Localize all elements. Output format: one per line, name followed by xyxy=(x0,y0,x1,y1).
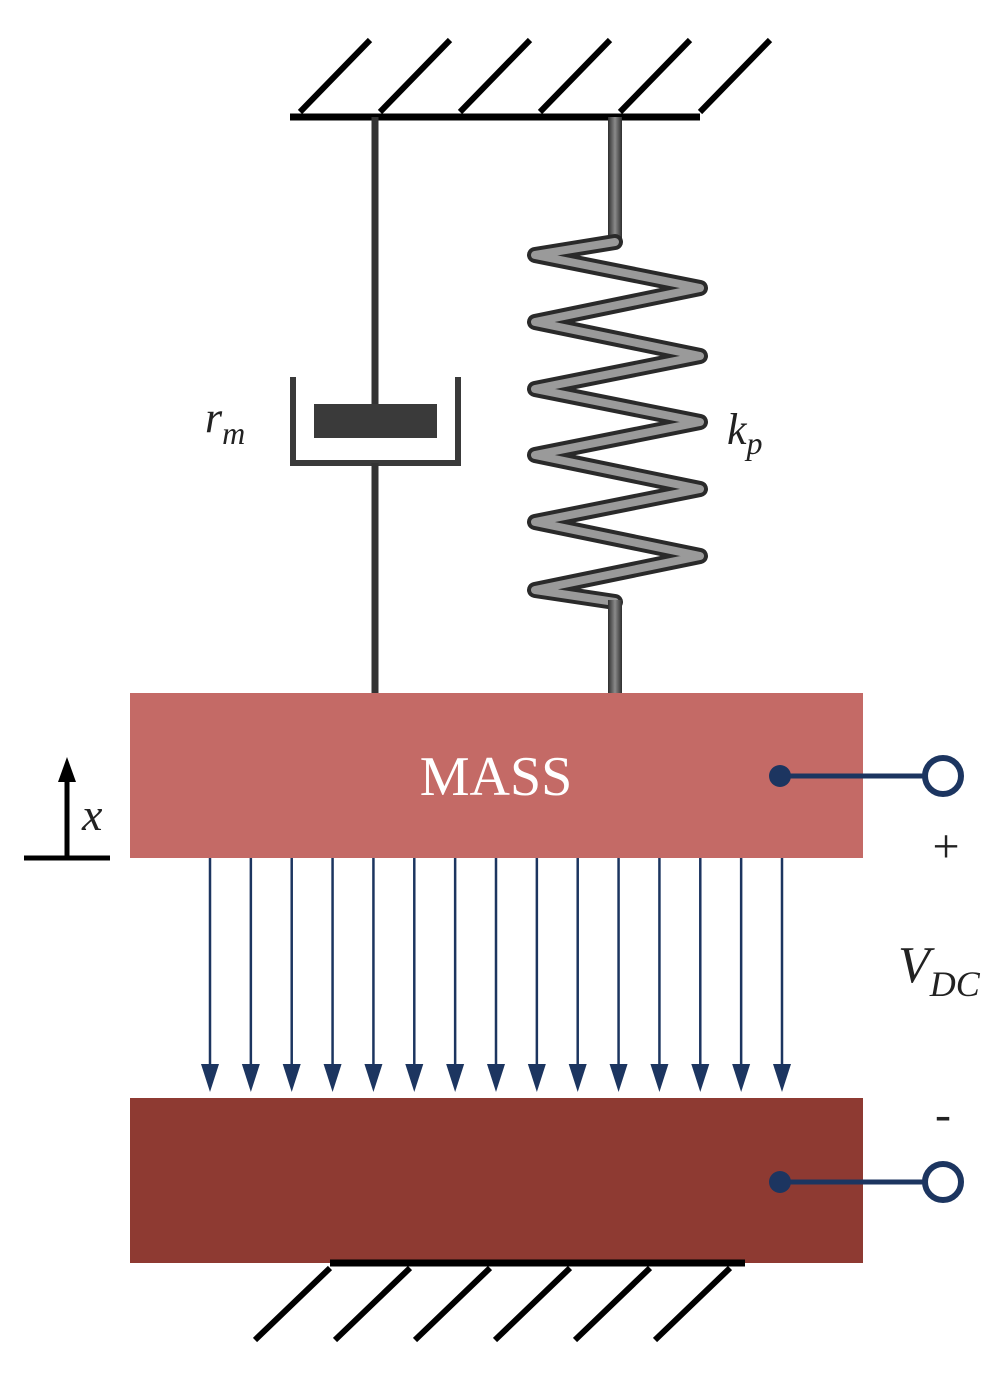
voltage-label: VDC xyxy=(898,937,981,1004)
negative-terminal xyxy=(769,1161,964,1203)
spring-coil xyxy=(531,238,704,606)
field-line-arrowhead xyxy=(487,1064,505,1092)
field-line-arrowhead xyxy=(773,1064,791,1092)
field-line-arrowhead xyxy=(364,1064,383,1092)
bottom-ground xyxy=(252,1259,745,1343)
spring xyxy=(527,117,708,695)
damper-label: rm xyxy=(205,393,245,451)
displacement-indicator: x xyxy=(24,757,110,861)
spring-rod-upper xyxy=(608,117,622,242)
base-plate xyxy=(130,1098,863,1263)
field-line-arrowhead xyxy=(691,1064,710,1092)
field-line-arrowhead xyxy=(201,1064,219,1092)
field-line-arrowhead xyxy=(650,1064,669,1092)
spring-label: kp xyxy=(727,405,763,461)
electric-field-lines xyxy=(201,858,791,1092)
mass-block xyxy=(130,693,863,858)
damper-piston xyxy=(314,404,437,438)
field-line-arrowhead xyxy=(732,1064,751,1092)
minus-label: - xyxy=(935,1088,951,1141)
positive-terminal-ring xyxy=(922,755,964,797)
displacement-arrow-head xyxy=(58,757,76,782)
field-line-arrowhead xyxy=(527,1064,546,1092)
positive-terminal xyxy=(769,755,964,797)
displacement-label: x xyxy=(81,789,103,840)
spring-rod-lower xyxy=(608,600,622,695)
field-line-arrowhead xyxy=(282,1064,301,1092)
field-line-arrowhead xyxy=(568,1064,587,1092)
field-line-arrowhead xyxy=(609,1064,628,1092)
field-line-arrowhead xyxy=(323,1064,342,1092)
negative-terminal-ring xyxy=(922,1161,964,1203)
bottom-ground-hatch xyxy=(252,1265,733,1343)
top-ground xyxy=(290,37,773,121)
mass-label: MASS xyxy=(420,746,573,808)
damper xyxy=(290,117,461,695)
field-line-arrowhead xyxy=(405,1064,424,1092)
top-ground-hatch xyxy=(297,37,773,115)
plus-label: + xyxy=(932,820,959,873)
field-line-arrowhead xyxy=(446,1064,465,1092)
field-line-arrowhead xyxy=(241,1064,260,1092)
